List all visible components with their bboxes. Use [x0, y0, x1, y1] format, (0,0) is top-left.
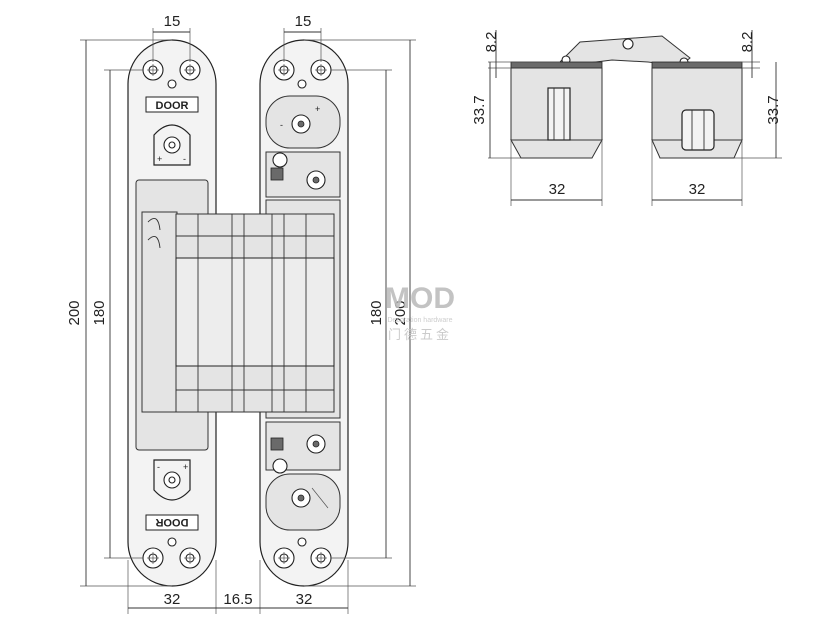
adjust-screw-icon	[291, 488, 311, 508]
adjust-screw-icon	[306, 434, 326, 454]
svg-text:-: -	[183, 154, 186, 164]
svg-text:-: -	[157, 462, 160, 472]
dim-side-right-height: 33.7	[765, 95, 782, 124]
screw-hole-icon	[179, 59, 201, 81]
dim-right-total: 200	[392, 300, 409, 325]
dim-top-left: 15	[164, 13, 181, 30]
dim-side-left-top: 8.2	[483, 32, 500, 53]
screw-hole-icon	[310, 59, 332, 81]
brand-watermark: MOD Decoration hardware 门德五金	[385, 282, 455, 343]
dim-side-right-width: 32	[689, 181, 706, 198]
side-view-right	[651, 61, 743, 159]
dim-side-left-height: 33.7	[471, 95, 488, 124]
dim-left-mount: 180	[91, 300, 108, 325]
svg-text:+: +	[315, 104, 320, 114]
screw-hole-icon	[310, 547, 332, 569]
hinge-knuckle-link	[175, 213, 335, 413]
watermark-chinese: 门德五金	[388, 327, 452, 343]
front-dimensions: 15 15 200 180 180 200 32 16.5 32	[66, 13, 416, 614]
screw-hole-icon	[142, 547, 164, 569]
left-hinge-leaf: DOOR + - - + DOOR	[127, 39, 217, 587]
door-stamp-top: DOOR	[156, 100, 189, 112]
door-stamp-bottom: DOOR	[155, 516, 188, 528]
dim-left-total: 200	[66, 300, 83, 325]
adjust-screw-icon	[306, 170, 326, 190]
dim-top-right: 15	[295, 13, 312, 30]
watermark-tagline: Decoration hardware	[388, 317, 453, 324]
side-view-left	[510, 35, 691, 159]
screw-hole-icon	[142, 59, 164, 81]
dim-right-mount: 180	[368, 300, 385, 325]
dim-bottom-gap: 16.5	[223, 591, 252, 608]
adjust-screw-icon	[291, 114, 311, 134]
dim-bottom-right: 32	[296, 591, 313, 608]
svg-text:+: +	[157, 154, 162, 164]
dim-side-left-width: 32	[549, 181, 566, 198]
svg-text:+: +	[183, 462, 188, 472]
watermark-brand: MOD	[385, 282, 455, 315]
dim-bottom-left: 32	[164, 591, 181, 608]
screw-hole-icon	[273, 59, 295, 81]
dim-side-right-top: 8.2	[739, 32, 756, 53]
screw-hole-icon	[273, 547, 295, 569]
svg-text:-: -	[280, 120, 283, 130]
screw-hole-icon	[179, 547, 201, 569]
side-dimensions: 8.2 33.7 32 8.2 33.7 32	[471, 30, 782, 206]
